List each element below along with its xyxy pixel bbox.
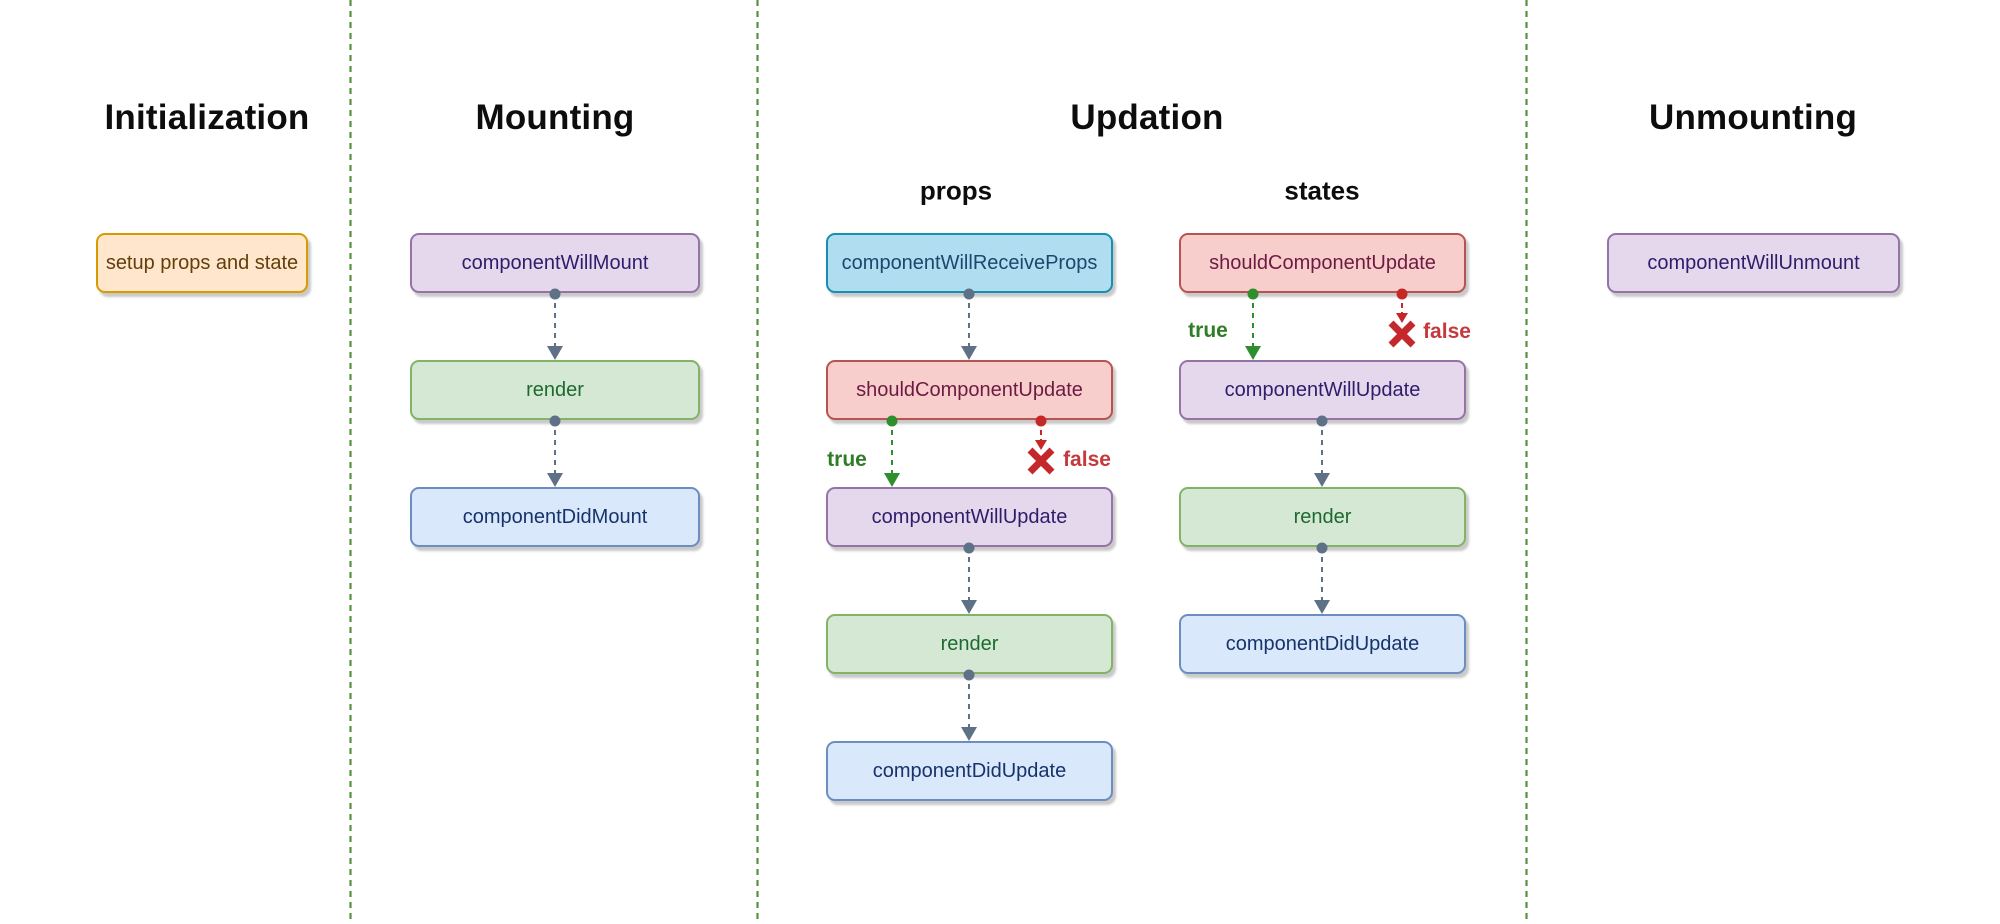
arrow-will-update-to-render-props [961, 542, 977, 614]
branch-label-false-props: false [1063, 448, 1111, 471]
arrow-will-mount-to-render [547, 288, 563, 360]
arrow-render-to-did-update-states [1314, 542, 1330, 614]
section-title-unmounting: Unmounting [1648, 98, 1858, 137]
node-component-will-unmount: componentWillUnmount [1607, 233, 1900, 293]
node-component-will-receive-props: componentWillReceiveProps [826, 233, 1113, 293]
node-render-states: render [1179, 487, 1466, 547]
node-component-will-mount: componentWillMount [410, 233, 700, 293]
false-x-icon-states [1388, 320, 1416, 348]
branch-label-true-states: true [1188, 319, 1228, 342]
node-component-will-update-states: componentWillUpdate [1179, 360, 1466, 420]
arrow-false-states [1388, 288, 1416, 348]
arrow-will-update-to-render-states [1314, 415, 1330, 487]
node-should-component-update-states: shouldComponentUpdate [1179, 233, 1466, 293]
subtitle-states: states [1284, 175, 1360, 206]
arrow-render-to-did-update-props [961, 669, 977, 741]
arrow-receive-props-to-should-update [961, 288, 977, 360]
node-render-mounting: render [410, 360, 700, 420]
branch-label-false-states: false [1423, 320, 1471, 343]
arrow-render-to-did-mount [547, 415, 563, 487]
node-component-did-update-states: componentDidUpdate [1179, 614, 1466, 674]
node-component-will-update-props: componentWillUpdate [826, 487, 1113, 547]
node-component-did-update-props: componentDidUpdate [826, 741, 1113, 801]
branch-label-true-props: true [827, 448, 867, 471]
node-component-did-mount: componentDidMount [410, 487, 700, 547]
section-title-initialization: Initialization [104, 98, 310, 137]
section-title-updation: Updation [1070, 98, 1224, 137]
subtitle-props: props [919, 175, 993, 206]
section-title-mounting: Mounting [475, 98, 635, 137]
arrow-true-states [1245, 288, 1261, 360]
arrow-false-props [1027, 415, 1055, 475]
false-x-icon-props [1027, 447, 1055, 475]
node-render-props: render [826, 614, 1113, 674]
node-should-component-update-props: shouldComponentUpdate [826, 360, 1113, 420]
arrow-true-props [884, 415, 900, 487]
node-setup-props-and-state: setup props and state [96, 233, 308, 293]
